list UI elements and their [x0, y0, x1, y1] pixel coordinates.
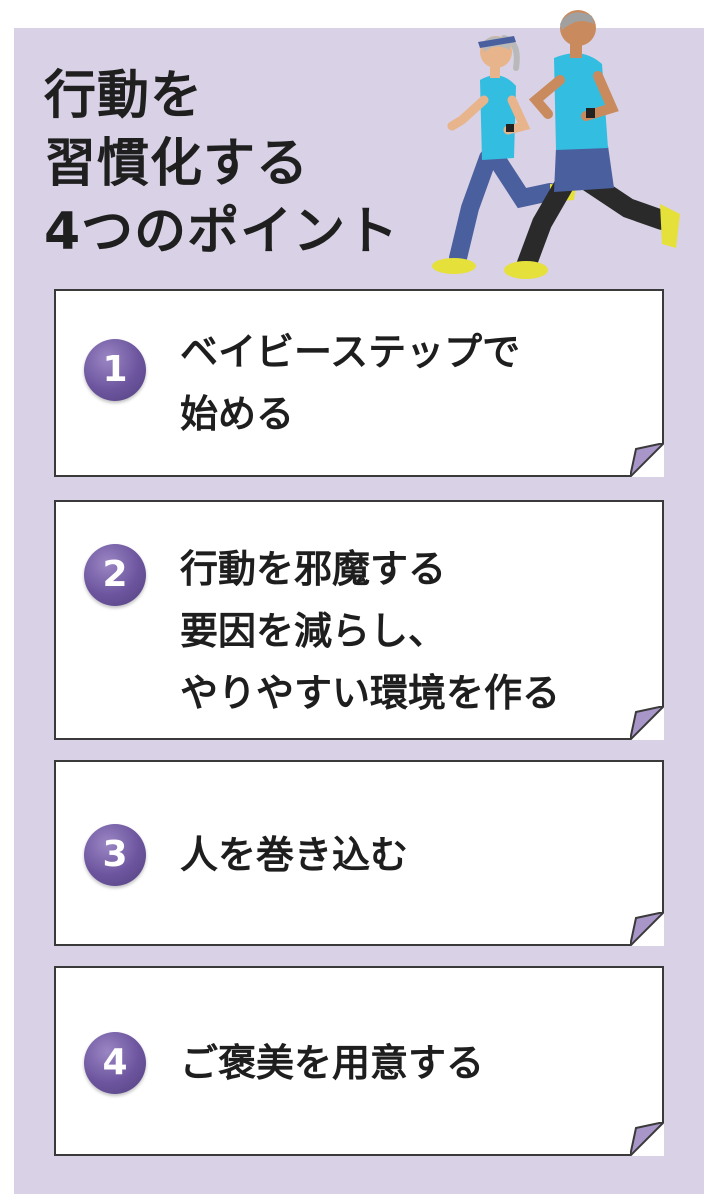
- point-card-2: 2 行動を邪魔する 要因を減らし、 やりやすい環境を作る: [54, 500, 664, 740]
- point-2-line-3: やりやすい環境を作る: [180, 671, 561, 715]
- page-curl-icon: [630, 912, 664, 946]
- point-text-3: 人を巻き込む: [180, 824, 408, 886]
- point-2-line-2: 要因を減らし、: [180, 609, 447, 653]
- point-2-line-1: 行動を邪魔する: [180, 547, 447, 591]
- number-badge-3: 3: [84, 824, 146, 886]
- point-card-3: 3 人を巻き込む: [54, 760, 664, 946]
- number-badge-2: 2: [84, 544, 146, 606]
- point-card-1: 1 ベイビーステップで 始める: [54, 289, 664, 477]
- page-curl-icon: [630, 1122, 664, 1156]
- point-card-4: 4 ご褒美を用意する: [54, 966, 664, 1156]
- point-4-line-1: ご褒美を用意する: [180, 1041, 485, 1085]
- title-line-1: 行動を: [44, 66, 204, 126]
- number-badge-4: 4: [84, 1032, 146, 1094]
- runners-illustration: [432, 10, 680, 279]
- page-title: 行動を 習慣化する 4つのポイント: [44, 62, 399, 266]
- title-line-3: 4つのポイント: [44, 202, 400, 262]
- page-curl-icon: [630, 443, 664, 477]
- point-1-line-2: 始める: [180, 392, 295, 436]
- point-text-1: ベイビーステップで 始める: [180, 321, 520, 445]
- point-text-4: ご褒美を用意する: [180, 1032, 484, 1094]
- man-runner: [504, 10, 680, 279]
- point-3-line-1: 人を巻き込む: [180, 833, 409, 877]
- title-line-2: 習慣化する: [44, 134, 310, 194]
- point-1-line-1: ベイビーステップで: [180, 330, 521, 374]
- woman-runner: [432, 35, 576, 274]
- page-curl-icon: [630, 706, 664, 740]
- number-badge-1: 1: [84, 339, 146, 401]
- point-text-2: 行動を邪魔する 要因を減らし、 やりやすい環境を作る: [180, 538, 560, 724]
